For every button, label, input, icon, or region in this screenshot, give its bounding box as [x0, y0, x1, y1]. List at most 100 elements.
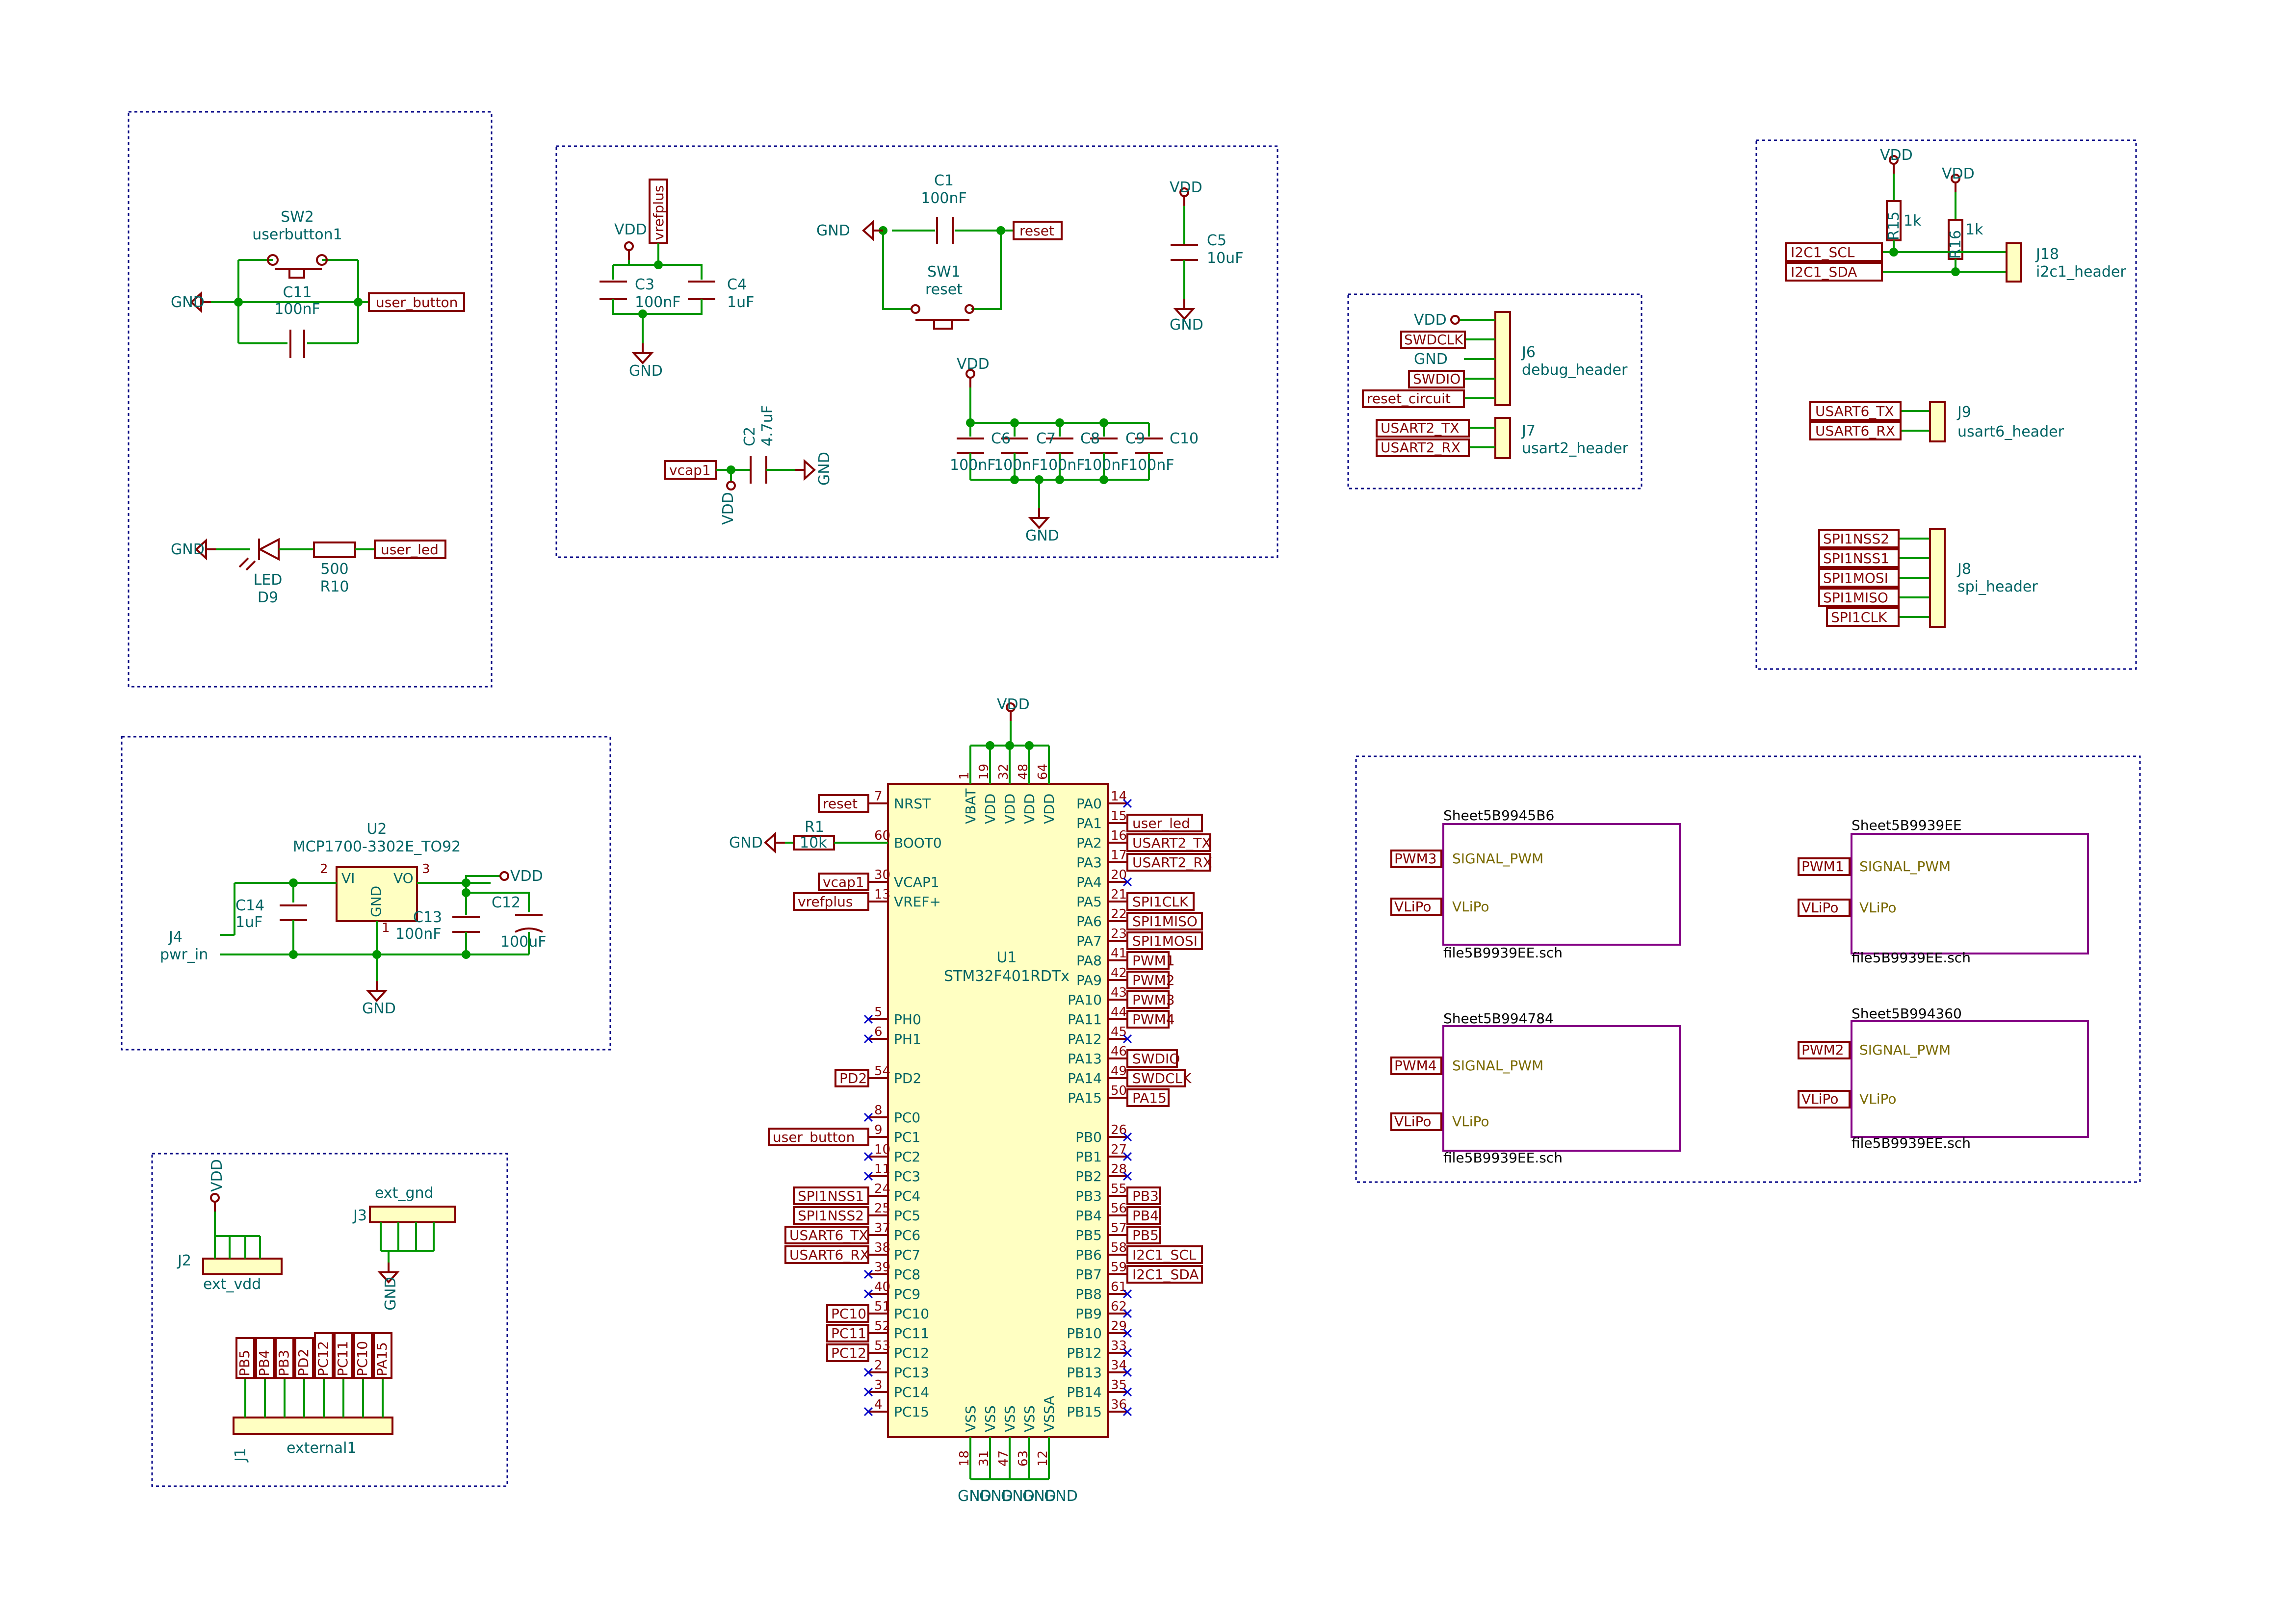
i2c1-scl-tag [1785, 242, 1883, 262]
gnd-label: GND [1001, 1488, 1035, 1505]
sheet1-vlipo-label: VLiPo [1394, 899, 1432, 915]
mcu-net-label: PWM2 [1132, 972, 1175, 988]
mcu-pin-number: 4 [874, 1397, 883, 1412]
sheet-block-2 [1798, 833, 2089, 954]
mcu-pin-number: 12 [1036, 1450, 1050, 1467]
mcu-net-label: vrefplus [798, 894, 853, 910]
mcu-pin-pc14: PC14 [894, 1384, 929, 1400]
j1-pb4-label: PB4 [256, 1350, 272, 1376]
c6-value: 100nF [950, 457, 996, 474]
mcu-pin-pb15: PB15 [1067, 1404, 1102, 1420]
c11-ref: C11 [283, 284, 312, 301]
j7-ref: J7 [1521, 422, 1536, 439]
mcu-pin-number: 58 [1111, 1240, 1127, 1255]
mcu-net-tag [1126, 833, 1211, 852]
j1-pd2-label: PD2 [295, 1349, 312, 1376]
c11-value: 100nF [274, 301, 320, 318]
mcu-pin-number: 37 [874, 1221, 890, 1236]
sheet4-name: Sheet5B994360 [1852, 1005, 1962, 1022]
mcu-pin-pb9: PB9 [1075, 1306, 1102, 1322]
mcu-net-tag [826, 1324, 869, 1342]
mcu-pin-number: 29 [1111, 1319, 1127, 1334]
mcu-net-label: SPI1CLK [1132, 894, 1189, 910]
regulator-circuit [220, 866, 543, 1002]
gnd-label: GND [729, 834, 763, 851]
c7-ref: C7 [1036, 430, 1056, 447]
r16-ref: R16 [1947, 230, 1964, 259]
r16-value: 1k [1965, 221, 1983, 238]
j7-value: usart2_header [1522, 440, 1629, 457]
mcu-pin-number: 62 [1111, 1299, 1127, 1314]
mcu-pin-pb4: PB4 [1075, 1208, 1102, 1224]
mcu-pin-number: 2 [874, 1358, 883, 1373]
vcap-circuit [664, 456, 815, 490]
mcu-net-tag [768, 1128, 869, 1146]
j2-ext-vdd [202, 1193, 283, 1275]
r10-value: 500 [320, 561, 348, 578]
mcu-net-tag [1126, 814, 1203, 832]
sw1-ref: SW1 [927, 263, 961, 281]
mcu-net-tag [1126, 1206, 1161, 1225]
mcu-pin-number: 10 [874, 1142, 890, 1157]
mcu-pin-vss: VSS [963, 1405, 979, 1432]
c8-ref: C8 [1080, 430, 1100, 447]
mcu-pin-number: 53 [874, 1339, 890, 1353]
mcu-pin-vdd: VDD [982, 794, 998, 824]
user-button-label: user_button [376, 294, 458, 310]
mcu-net-tag [826, 1343, 869, 1362]
regulator-pin-number: 2 [320, 862, 328, 876]
mcu-net-tag [1126, 971, 1170, 989]
mcu-pin-number: 8 [874, 1103, 883, 1118]
mcu-net-label: SPI1MOSI [1132, 933, 1198, 949]
i2c1-scl-label: I2C1_SCL [1791, 244, 1855, 260]
regulator-pin-gnd: GND [368, 886, 384, 917]
mcu-net-label: SPI1NSS2 [798, 1208, 864, 1224]
frame-decoupling [555, 145, 1278, 558]
vdd-label: VDD [1414, 311, 1447, 329]
c12-value: 100uF [500, 933, 547, 951]
mcu-pin-number: 48 [1016, 764, 1031, 780]
mcu-pin-pc2: PC2 [894, 1149, 920, 1165]
mcu-net-tag [1126, 1049, 1178, 1068]
mcu-pin-number: 32 [996, 764, 1011, 780]
sheet2-name: Sheet5B9939EE [1852, 817, 1962, 833]
mcu-pin-pb10: PB10 [1067, 1325, 1102, 1341]
vdd-label: VDD [1942, 165, 1975, 182]
mcu-net-label: vcap1 [823, 874, 864, 890]
mcu-u1: NRST7resetBOOT060VCAP130vcap1VREF+13vref… [768, 702, 1212, 1480]
c12-ref: C12 [492, 894, 521, 911]
mcu-pin-number: 60 [874, 828, 890, 843]
gnd-label: GND [171, 541, 205, 558]
mcu-pin-number: 61 [1111, 1280, 1127, 1294]
mcu-net-label: SPI1MISO [1132, 913, 1198, 929]
mcu-net-label: I2C1_SDA [1132, 1266, 1199, 1283]
j3-ref: J3 [352, 1207, 367, 1224]
sheet4-file: file5B9939EE.sch [1852, 1135, 1971, 1151]
j18-value: i2c1_header [2036, 263, 2126, 281]
mcu-pin-pa0: PA0 [1076, 796, 1102, 812]
mcu-ref: U1 [996, 949, 1017, 966]
user-button-label-tag [368, 292, 465, 312]
gnd-label: GND [1170, 316, 1203, 334]
regulator-pin-number: 1 [382, 921, 390, 935]
mcu-pin-pb6: PB6 [1075, 1247, 1102, 1263]
frame-debug [1347, 293, 1643, 490]
mcu-pin-pd2: PD2 [894, 1070, 921, 1086]
led-circuit [195, 538, 375, 571]
mcu-pin-number: 54 [874, 1064, 890, 1079]
c3-ref: C3 [635, 276, 654, 293]
sheet-block-1 [1390, 823, 1681, 946]
i2c1-sda-tag [1785, 262, 1883, 282]
mcu-pin-number: 52 [874, 1319, 890, 1334]
mcu-pin-number: 14 [1111, 789, 1127, 804]
mcu-net-label: USART2_TX [1132, 835, 1211, 851]
mcu-pin-number: 34 [1111, 1358, 1127, 1373]
sheet4-pin-signal: SIGNAL_PWM [1859, 1042, 1951, 1058]
mcu-pin-pa7: PA7 [1076, 933, 1102, 949]
sheet2-file: file5B9939EE.sch [1852, 950, 1971, 966]
mcu-pin-number: 6 [874, 1025, 883, 1039]
frame-external [151, 1153, 508, 1487]
sheet4-pin-vlipo: VLiPo [1859, 1091, 1897, 1107]
mcu-pin-number: 25 [874, 1201, 890, 1216]
